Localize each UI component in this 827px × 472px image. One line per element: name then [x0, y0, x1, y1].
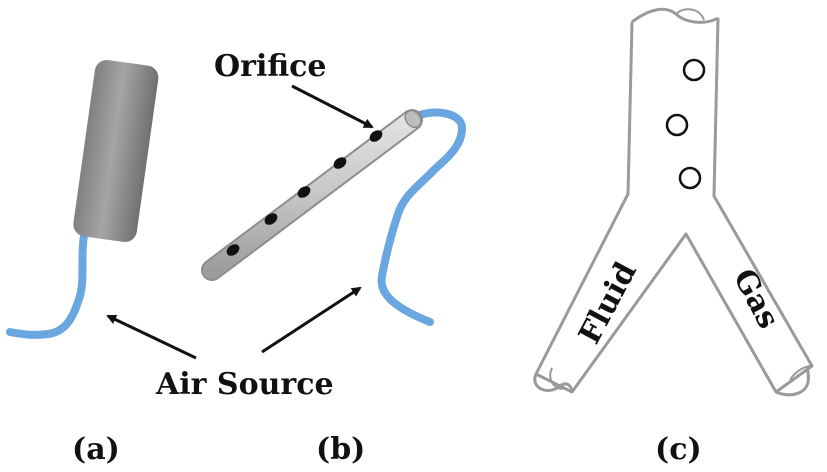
orifice-hole: [226, 244, 240, 256]
gas-bubbles: [665, 58, 706, 190]
air-stone: [73, 59, 159, 243]
panel-b-caption: (b): [316, 432, 365, 467]
orifice-hole: [369, 130, 383, 142]
perforated-rod: [201, 109, 423, 281]
panel-c-caption: (c): [655, 432, 702, 467]
air-source-arrow-right: [261, 286, 362, 354]
bubble: [682, 58, 706, 82]
panel-a-caption: (a): [72, 432, 120, 467]
pipe-cut-right: [775, 364, 813, 397]
pipe-cut-left: [533, 373, 574, 393]
air-source-callout: Air Source: [106, 286, 362, 402]
orifice-arrow: [291, 84, 374, 129]
bubble: [678, 166, 702, 190]
panel-a: [6, 59, 159, 339]
orifice-holes: [226, 130, 383, 256]
orifice-label: Orifice: [214, 49, 327, 84]
panel-c: Fluid Gas: [533, 7, 814, 397]
orifice-hole: [333, 157, 347, 169]
air-tube-b: [377, 108, 467, 326]
air-source-label: Air Source: [155, 367, 334, 402]
orifice-hole: [264, 213, 278, 225]
orifice-hole: [297, 186, 311, 198]
panel-b: Orifice: [201, 49, 467, 326]
bubble: [665, 113, 689, 137]
y-junction-outline: [534, 17, 814, 394]
air-source-arrow-left: [106, 314, 197, 360]
air-tube-a: [6, 232, 88, 339]
